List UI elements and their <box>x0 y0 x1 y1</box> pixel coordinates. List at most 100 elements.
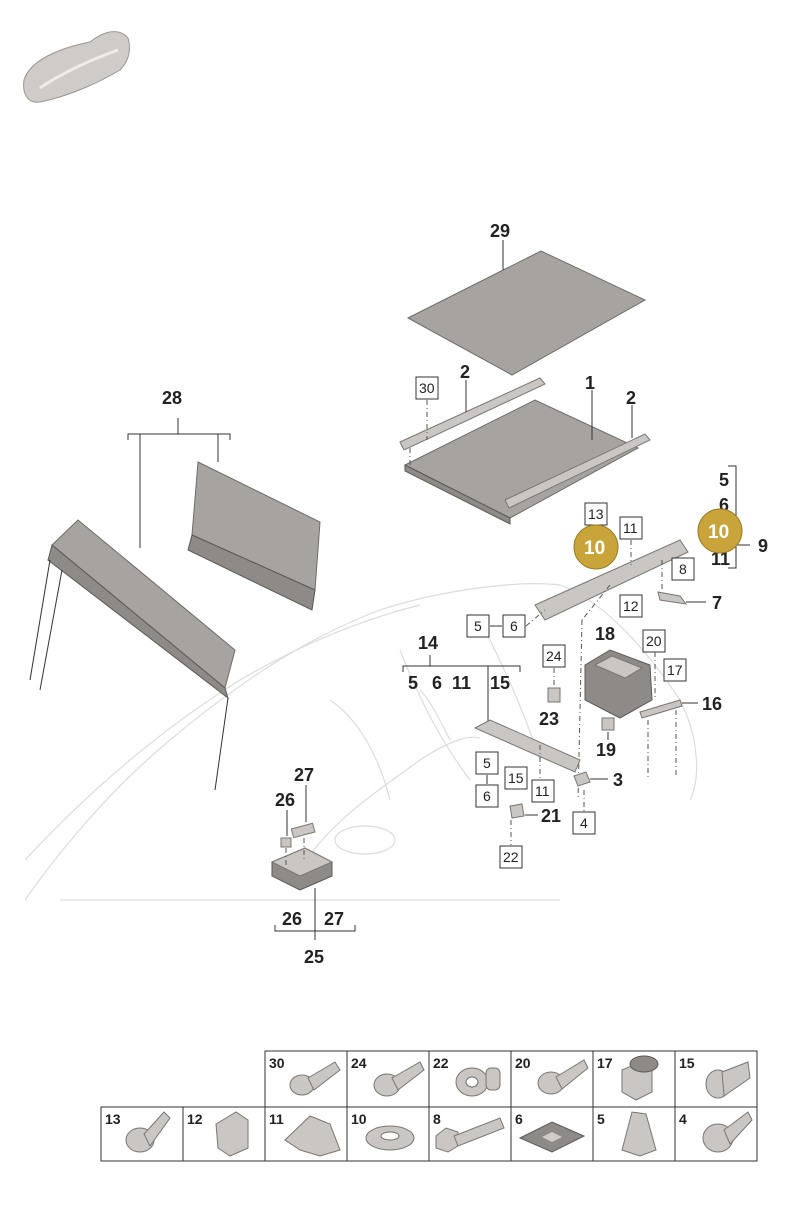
vehicle-body-ghost-outline <box>24 583 698 901</box>
part-14-side-tray <box>473 719 581 773</box>
table-cell-13: 13 <box>100 1106 184 1162</box>
label-26: 26 <box>275 790 295 810</box>
label-14-6: 6 <box>432 673 442 693</box>
label-18: 18 <box>595 624 615 644</box>
rivet-nut-icon <box>455 1067 501 1097</box>
label-11-lower: 11 <box>535 783 550 799</box>
label-5-upper: 5 <box>474 618 482 634</box>
label-box-6-upper <box>502 614 526 638</box>
table-cell-6: 6 <box>510 1106 594 1162</box>
label-27: 27 <box>294 765 314 785</box>
car-thumbnail-icon <box>23 31 131 103</box>
label-6-lower: 6 <box>483 788 491 804</box>
label-25: 25 <box>304 947 324 967</box>
svg-text:6: 6 <box>515 1111 523 1127</box>
label-12: 12 <box>623 598 639 614</box>
label-25-27: 27 <box>324 909 344 929</box>
svg-text:10: 10 <box>584 538 605 559</box>
part-21-clip <box>509 803 525 819</box>
svg-text:12: 12 <box>187 1111 203 1127</box>
label-8: 8 <box>679 561 687 577</box>
svg-text:17: 17 <box>597 1055 613 1071</box>
bolt-icon <box>289 1061 341 1096</box>
label-1: 1 <box>585 373 595 393</box>
label-5-right: 5 <box>719 470 729 490</box>
screw-icon <box>373 1061 425 1097</box>
label-2-right: 2 <box>626 388 636 408</box>
label-11-top: 11 <box>623 520 638 536</box>
screw-icon <box>125 1111 171 1153</box>
label-30: 30 <box>419 380 435 396</box>
label-box-5-lower <box>475 751 499 775</box>
fastener-table: 30 24 22 20 <box>100 1050 758 1162</box>
label-box-12 <box>619 594 643 618</box>
label-box-5-upper <box>466 614 490 638</box>
svg-text:10: 10 <box>351 1111 367 1127</box>
label-19: 19 <box>596 740 616 760</box>
table-cell-15: 15 <box>674 1050 758 1108</box>
label-13: 13 <box>588 506 604 522</box>
part-23-clip <box>547 687 561 703</box>
label-28: 28 <box>162 388 182 408</box>
part-1-load-floor <box>403 390 640 525</box>
highlight-10-right: 10 <box>697 508 743 554</box>
screw-icon <box>702 1111 753 1153</box>
label-box-4 <box>572 811 596 835</box>
label-box-8 <box>671 557 695 581</box>
label-9: 9 <box>758 536 768 556</box>
label-16: 16 <box>702 694 722 714</box>
clip-icon <box>215 1111 249 1157</box>
svg-text:20: 20 <box>515 1055 531 1071</box>
label-14-5: 5 <box>408 673 418 693</box>
pad-icon <box>518 1121 586 1153</box>
part-3-clip <box>573 771 591 787</box>
part-2-rail-right <box>504 405 651 509</box>
svg-text:11: 11 <box>269 1111 284 1127</box>
table-cell-24: 24 <box>346 1050 430 1108</box>
label-15: 15 <box>508 770 524 786</box>
svg-text:13: 13 <box>105 1111 121 1127</box>
svg-text:24: 24 <box>351 1055 367 1071</box>
part-2-rail-left <box>399 377 546 451</box>
table-cell-12: 12 <box>182 1106 266 1162</box>
label-17: 17 <box>667 662 683 678</box>
part-16-strip <box>639 699 683 719</box>
table-cell-20: 20 <box>510 1050 594 1108</box>
part-7-bracket <box>657 591 688 605</box>
label-box-11-lower <box>531 779 555 803</box>
label-6-upper: 6 <box>510 618 518 634</box>
label-14-15: 15 <box>490 673 510 693</box>
table-cell-5: 5 <box>592 1106 676 1162</box>
table-cell-22: 22 <box>428 1050 512 1108</box>
label-box-30 <box>415 376 439 400</box>
hex-bolt-icon <box>435 1117 505 1153</box>
label-14-11: 11 <box>452 673 471 693</box>
label-box-17 <box>663 658 687 682</box>
label-box-20 <box>642 629 666 653</box>
label-25-26: 26 <box>282 909 302 929</box>
screw-icon <box>537 1059 589 1095</box>
svg-text:30: 30 <box>269 1055 285 1071</box>
highlight-10-left: 10 <box>573 524 619 570</box>
label-6-right: 6 <box>719 495 729 515</box>
svg-text:5: 5 <box>597 1111 605 1127</box>
part-28-luggage-partition <box>29 461 321 791</box>
label-20: 20 <box>646 633 662 649</box>
label-box-24 <box>542 644 566 668</box>
part-29-cover-panel <box>406 240 647 376</box>
part-26-nut <box>280 837 292 848</box>
label-14: 14 <box>418 633 438 653</box>
svg-text:8: 8 <box>433 1111 441 1127</box>
part-9-cross-member <box>534 539 689 621</box>
part-18-storage-box <box>584 649 653 719</box>
washer-icon <box>365 1125 415 1151</box>
clip-icon <box>284 1115 341 1157</box>
label-11-right: 11 <box>711 549 730 569</box>
label-2-left: 2 <box>460 362 470 382</box>
label-29: 29 <box>490 221 510 241</box>
svg-text:10: 10 <box>708 522 729 543</box>
table-cell-11: 11 <box>264 1106 348 1162</box>
hex-nut-icon <box>621 1055 659 1101</box>
label-box-11-top <box>619 516 643 540</box>
